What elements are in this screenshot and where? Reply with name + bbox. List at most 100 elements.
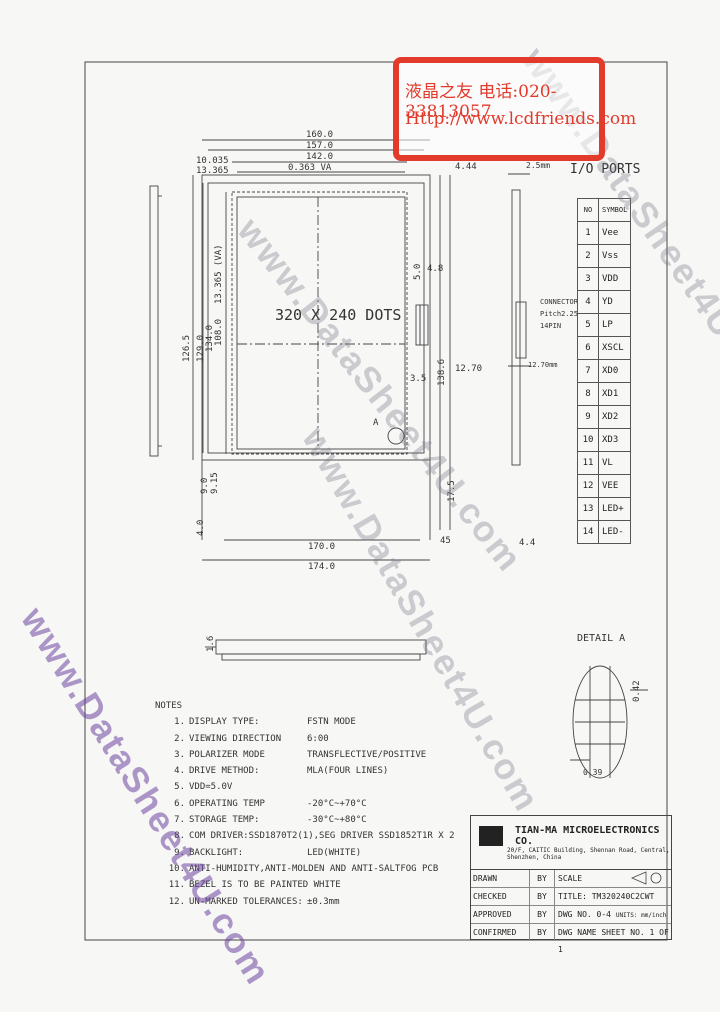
- note-value: LED(WHITE): [307, 847, 362, 858]
- note-item: 4.DRIVE METHOD:MLA(FOUR LINES): [155, 763, 455, 779]
- note-item: 11.BEZEL IS TO BE PAINTED WHITE: [155, 877, 455, 893]
- note-key: COM DRIVER:SSD1870T2(1),SEG DRIVER SSD18…: [189, 831, 455, 842]
- dots-label: 320 X 240 DOTS: [275, 306, 402, 324]
- note-item: 6.OPERATING TEMP-20°C~+70°C: [155, 796, 455, 812]
- note-key: BEZEL IS TO BE PAINTED WHITE: [189, 880, 341, 891]
- io-header-row: NO SYMBOL: [577, 198, 632, 222]
- dim-right-2: 4.8: [427, 264, 444, 274]
- io-no: 9: [577, 405, 599, 429]
- title-block: TIAN-MA MICROELECTRONICS CO. 20/F, CAITI…: [470, 815, 672, 954]
- note-key: VDD=5.0V: [189, 782, 233, 793]
- note-value: TRANSFLECTIVE/POSITIVE: [307, 749, 427, 760]
- note-item: 10.ANTI-HUMIDITY,ANTI-MOLDEN AND ANTI-SA…: [155, 861, 455, 877]
- tb-units: UNITS: mm/inch: [615, 912, 667, 919]
- detail-dim-1: 0.42: [632, 680, 642, 702]
- connector-note-3: 14PIN: [540, 322, 562, 330]
- dim-bottom-left-3: 4.0: [196, 519, 206, 536]
- stamp-url: Http://www.lcdfriends.com: [405, 109, 637, 129]
- io-symbol: VDD: [597, 267, 632, 291]
- io-symbol: XSCL: [597, 336, 632, 360]
- detail-label: DETAIL A: [577, 633, 626, 644]
- note-number: 4.: [174, 766, 185, 777]
- note-item: 5.VDD=5.0V: [155, 779, 455, 795]
- lcdfriends-stamp: 液晶之友 电话:020-33813057 Http://www.lcdfrien…: [393, 57, 636, 161]
- dim-bottom-left-2: 9.15: [210, 472, 220, 494]
- note-number: 7.: [174, 815, 185, 826]
- tb-label: DRAWN: [471, 870, 530, 887]
- dim-top-3: 142.0: [306, 152, 334, 162]
- note-number: 2.: [174, 733, 185, 744]
- side-top-dim: 2.5mm: [526, 161, 551, 170]
- io-symbol: LED+: [597, 497, 632, 521]
- note-value: 6:00: [307, 733, 329, 744]
- io-symbol: YD: [597, 290, 632, 314]
- io-no: 11: [577, 451, 599, 475]
- dim-bottom-left-1: 9.0: [200, 477, 210, 494]
- notes-section: NOTES 1.DISPLAY TYPE:FSTN MODE 2.VIEWING…: [155, 698, 455, 910]
- dim-top-2: 157.0: [306, 141, 334, 151]
- io-symbol: XD3: [597, 428, 632, 452]
- io-no: 5: [577, 313, 599, 337]
- side-view-dim: 1.6: [206, 635, 216, 652]
- note-value: FSTN MODE: [307, 717, 356, 728]
- dim-right-4: 3.5: [410, 374, 427, 384]
- note-value: ±0.3mm: [307, 896, 340, 907]
- tb-title-value: TM320240C2CWT: [591, 892, 655, 901]
- tb-by: BY: [530, 906, 555, 923]
- note-number: 9.: [174, 847, 185, 858]
- note-number: 12.: [168, 896, 185, 907]
- tb-by: BY: [530, 870, 555, 887]
- io-symbol: XD0: [597, 359, 632, 383]
- note-key: STORAGE TEMP:: [189, 815, 260, 826]
- note-number: 1.: [174, 717, 185, 728]
- note-item: 7. STORAGE TEMP: -30°C~+80°C: [155, 812, 455, 828]
- connector-dim: 12.70mm: [528, 361, 558, 369]
- dim-left-top-1: 10.035: [196, 156, 229, 166]
- note-item: 9.BACKLIGHT:LED(WHITE): [155, 845, 455, 861]
- dim-top-4: 0.363 VA: [288, 163, 332, 173]
- tb-title-label: TITLE:: [558, 892, 587, 901]
- io-no: 12: [577, 474, 599, 498]
- note-number: 8.: [174, 831, 185, 842]
- note-value: -30°C~+80°C: [307, 815, 367, 826]
- note-number: 10.: [168, 863, 185, 874]
- tb-sheet: SHEET NO. 1 OF 1: [558, 928, 669, 954]
- tb-dwg-no: DWG NO. 0-4 UNITS: mm/inch: [555, 906, 671, 923]
- io-header-no: NO: [577, 198, 599, 222]
- io-symbol: LP: [597, 313, 632, 337]
- notes-title: NOTES: [155, 701, 183, 711]
- dim-bottom-1: 170.0: [308, 542, 336, 552]
- dim-left-side-4: 108.0: [214, 318, 224, 346]
- note-key: DRIVE METHOD:: [189, 766, 260, 777]
- dim-right-6: 12.70: [455, 364, 483, 374]
- io-header-symbol: SYMBOL: [597, 198, 632, 222]
- io-no: 2: [577, 244, 599, 268]
- projection-symbol: [630, 871, 662, 885]
- io-no: 13: [577, 497, 599, 521]
- company-address: 20/F, CAITIC Building, Shennan Road, Cen…: [507, 847, 670, 861]
- tb-by: BY: [530, 924, 555, 941]
- dim-right-3: 5.0: [413, 263, 423, 280]
- note-key: POLARIZER MODE: [189, 749, 265, 760]
- io-no: 10: [577, 428, 599, 452]
- tb-label: APPROVED: [471, 906, 530, 923]
- io-symbol: XD1: [597, 382, 632, 406]
- left-side-view: [149, 185, 162, 457]
